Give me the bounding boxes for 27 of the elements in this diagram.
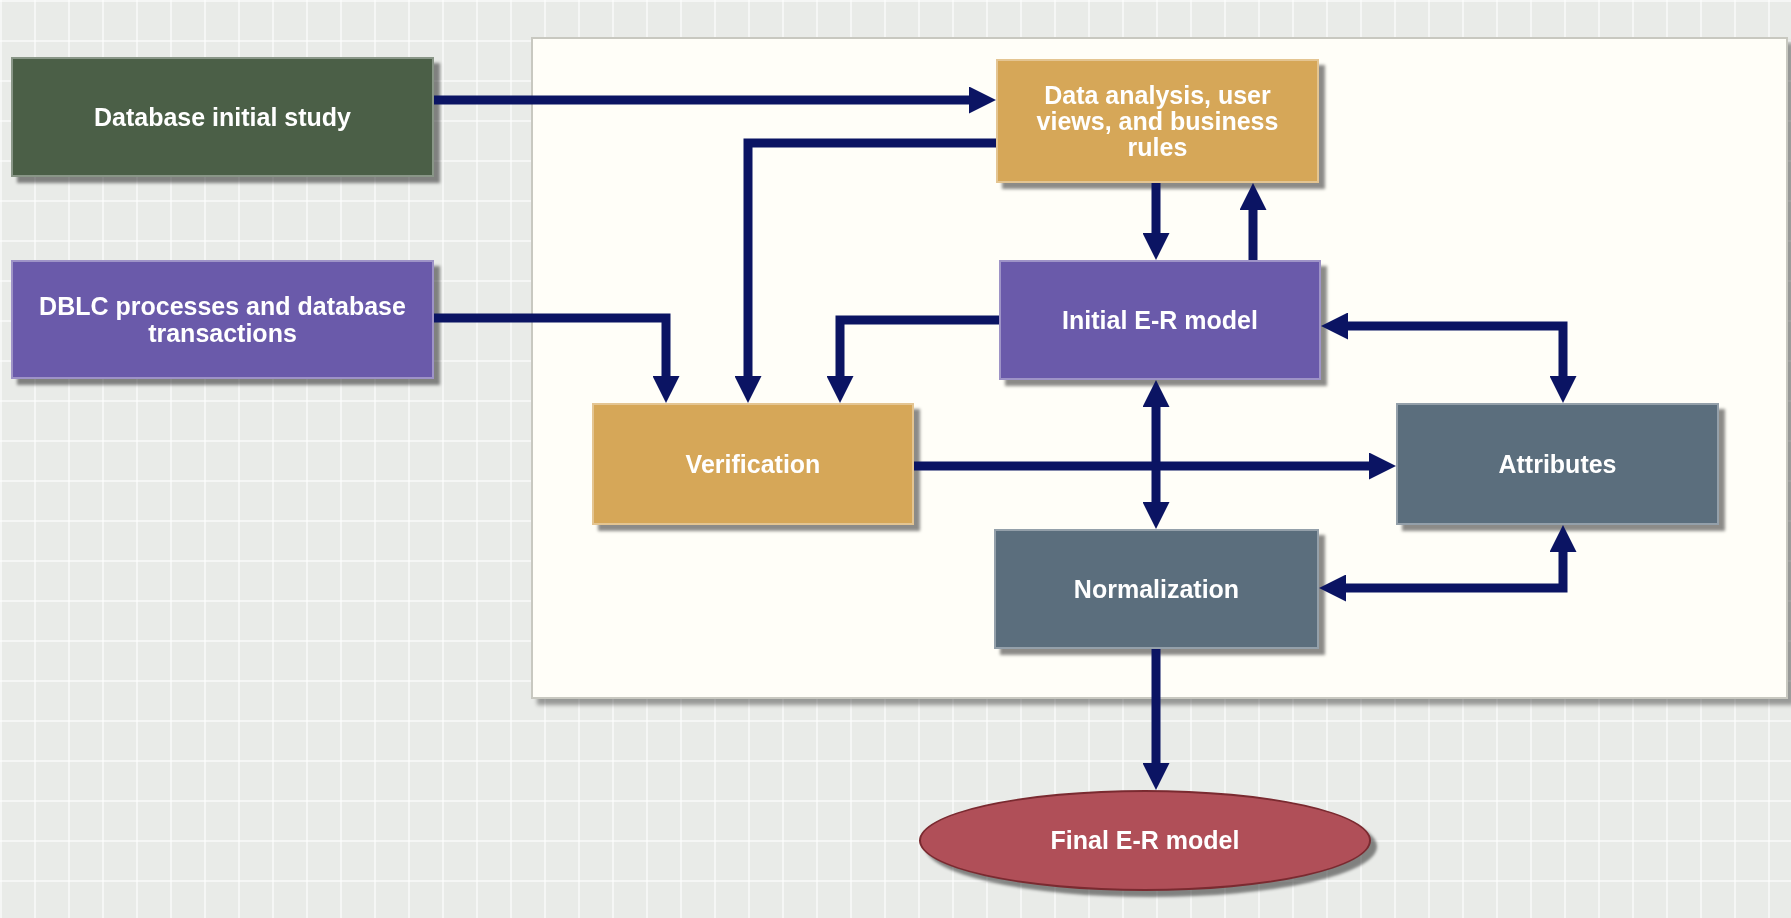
arrow <box>434 313 680 403</box>
process-box <box>11 57 434 177</box>
process-box <box>1396 403 1719 525</box>
box-label: Normalization <box>1073 575 1240 603</box>
arrow <box>434 86 996 114</box>
arrow <box>914 452 1396 480</box>
box-label: Initial E-R model <box>1062 306 1258 334</box>
arrow <box>1142 380 1170 529</box>
process-box <box>11 260 434 379</box>
box-label: DBLC processes and database transactions <box>38 293 407 346</box>
arrow <box>1142 649 1170 790</box>
box-label: Attributes <box>1498 450 1617 478</box>
box-label: Final E-R model <box>1050 827 1240 854</box>
arrow <box>1319 525 1577 602</box>
process-box <box>996 59 1319 183</box>
arrow <box>734 138 996 403</box>
box-label: Verification <box>685 450 821 478</box>
panel-background <box>531 37 1788 699</box>
arrow <box>826 315 999 403</box>
process-box <box>999 260 1321 380</box>
arrow <box>1239 183 1267 260</box>
box-label: Data analysis, user views, and business rules <box>1035 81 1280 161</box>
process-box <box>592 403 914 525</box>
arrow <box>1321 312 1577 403</box>
arrow <box>1142 183 1170 260</box>
process-box <box>994 529 1319 649</box>
box-label: Database initial study <box>94 103 351 131</box>
